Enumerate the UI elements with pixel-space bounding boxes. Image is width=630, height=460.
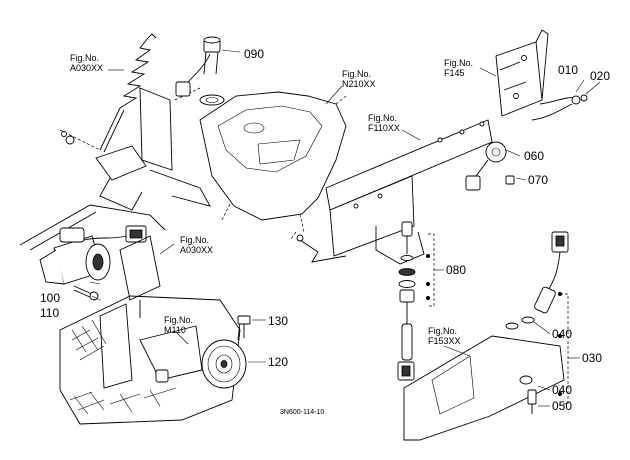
part-number-010: 010 [558,63,578,77]
fig-ref-f153-line2: F153XX [428,336,461,346]
sensor-assembly [403,231,580,441]
throttle-cable-assembly [59,33,211,211]
fig-ref-a030-top-line2: A030XX [70,63,103,73]
bracket-f110 [289,119,515,265]
dashboard-panel [199,91,347,233]
switch-090 [175,36,241,106]
part-number-040-upper: 040 [552,327,572,341]
part-number-060: 060 [524,149,544,163]
fig-ref-a030-mid-line2: A030XX [180,245,213,255]
actuator-motor [19,204,166,318]
bracket-f145 [495,29,601,121]
fig-ref-n210-line2: N210XX [342,79,376,89]
part-number-040-lower: 040 [552,383,572,397]
fig-ref-f145-line1: Fig.No. [444,58,473,68]
horn-assembly [59,295,266,425]
fig-ref-m110-line2: M110 [164,325,186,335]
part-number-110: 110 [40,306,59,320]
part-numbers: 090 010 020 060 070 080 100 110 130 120 … [40,47,610,413]
fig-ref-m110-line1: Fig.No. [164,315,193,325]
leader-lines [89,67,527,363]
part-number-070: 070 [528,173,548,187]
part-number-030: 030 [582,351,602,365]
figure-references: Fig.No. A030XX Fig.No. N210XX Fig.No. F1… [70,53,473,346]
fig-ref-n210-line1: Fig.No. [342,69,371,79]
drawing-code: 3N600-114-10 [280,409,324,416]
part-number-100: 100 [40,291,60,305]
fig-ref-a030-top-line1: Fig.No. [70,53,99,63]
part-number-080: 080 [446,263,466,277]
fig-ref-f110-line1: Fig.No. [368,113,397,123]
fig-ref-f153-line1: Fig.No. [428,326,457,336]
part-number-120: 120 [268,355,288,369]
fig-ref-f110-line2: F110XX [368,123,400,133]
part-number-090: 090 [244,47,264,61]
part-number-130: 130 [268,314,288,328]
switch-080-stack [397,221,444,381]
part-number-050: 050 [552,399,572,413]
fig-ref-a030-mid-line1: Fig.No. [180,235,209,245]
part-number-020: 020 [590,69,610,83]
fig-ref-f145-line2: F145 [444,68,465,78]
